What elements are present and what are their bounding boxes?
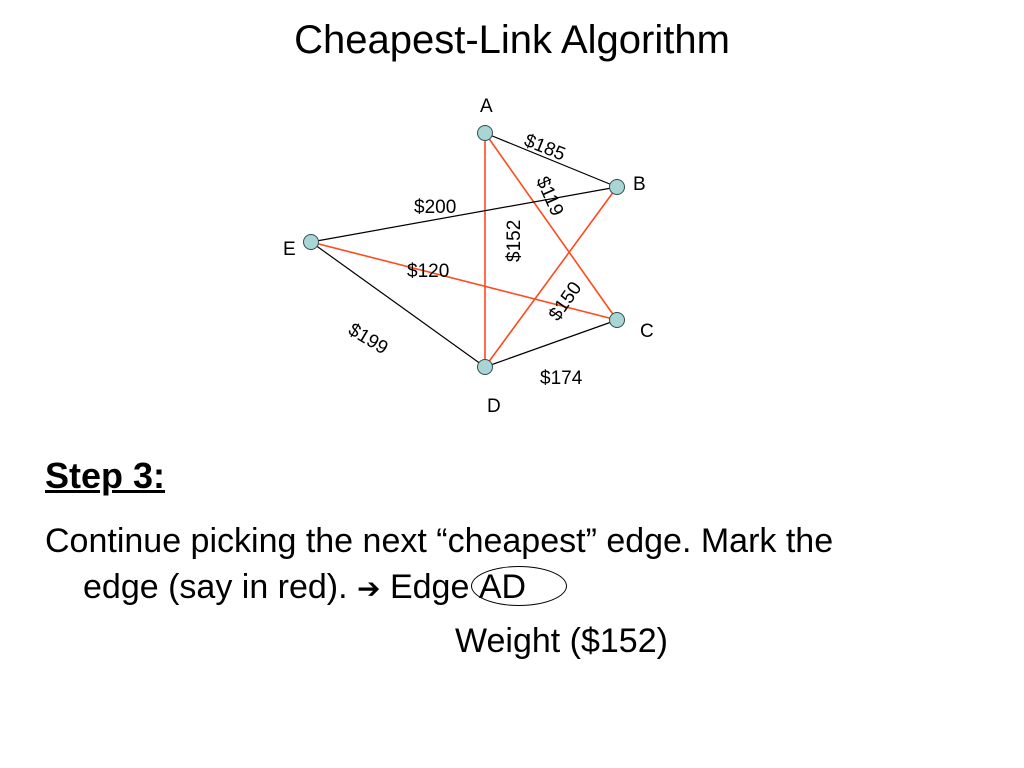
edge-EB [310,186,618,243]
step-text-line2-text: edge (say in red). [83,568,348,606]
highlight-ellipse [470,566,567,606]
edge-label-DC: $174 [540,368,583,389]
selected-edge: AD [470,564,567,610]
edge-label-AB: $185 [521,130,568,165]
step-text-line1: Continue picking the next “cheapest” edg… [45,522,834,560]
edge-label-EB: $200 [414,197,456,218]
step-description: Continue picking the next “cheapest” edg… [45,518,995,612]
edge-label-ED: $199 [344,319,391,359]
edge-label-AC: $119 [531,173,567,219]
node-label-A: A [480,96,493,117]
arrow-icon: ➔ [357,572,381,605]
edge-label-DB: $150 [545,278,586,325]
node-label-D: D [487,396,501,417]
node-A [477,125,493,141]
edge-ED [310,241,486,368]
edge-weight: Weight ($152) [455,622,668,660]
edge-DC [484,319,618,368]
node-B [609,179,625,195]
node-label-E: E [283,239,296,260]
node-C [609,312,625,328]
node-E [303,234,319,250]
step-heading: Step 3: [45,455,166,496]
node-label-C: C [640,321,654,342]
edge-DB [484,186,618,368]
node-D [477,359,493,375]
edge-AB [484,132,618,188]
node-label-B: B [633,174,646,195]
slide-title: Cheapest-Link Algorithm [294,18,730,62]
step-text-line2: edge (say in red). ➔ Edge AD [45,564,995,612]
edge-AC [484,132,618,321]
edge-label-EC: $120 [407,261,449,282]
edge-prefix: Edge [389,568,470,606]
edge-label-AD: $152 [504,220,525,262]
edge-EC [310,241,618,321]
